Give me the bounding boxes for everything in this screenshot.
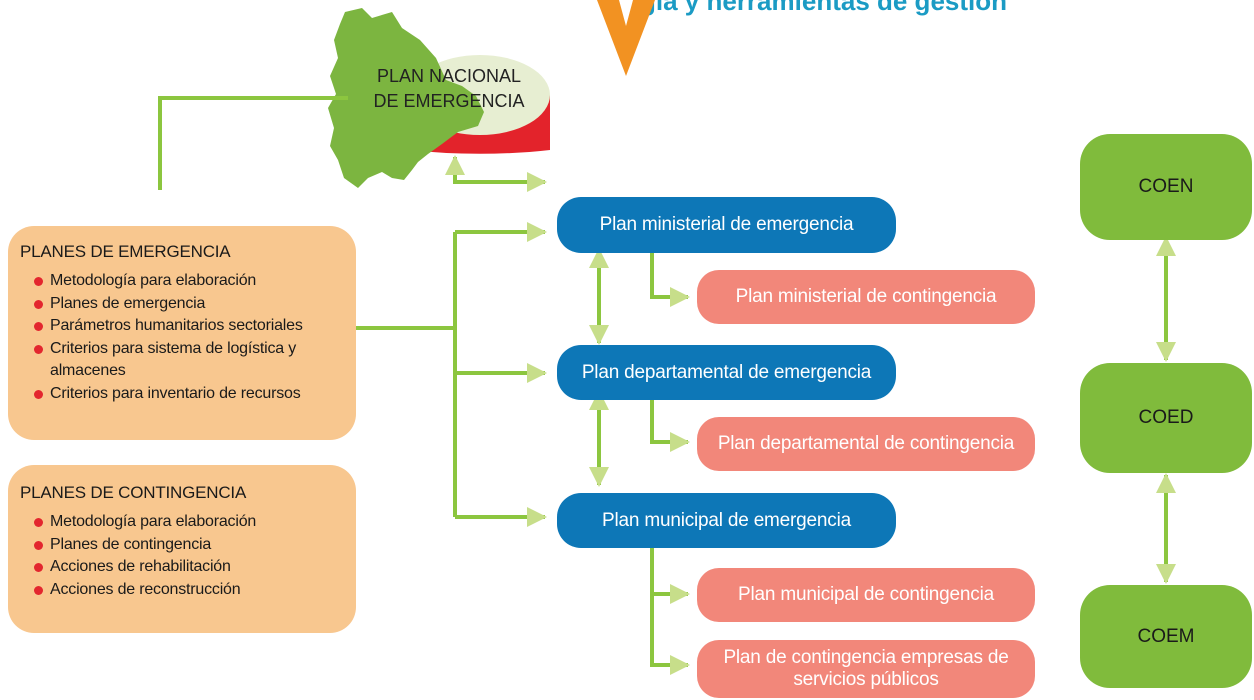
- bullet-icon: [34, 518, 43, 527]
- planes-contingencia-heading: PLANES DE CONTINGENCIA: [20, 483, 247, 502]
- bullet-icon: [34, 585, 43, 595]
- list-item: Metodología para elaboración: [34, 270, 346, 293]
- plan-municipal-contingencia: Plan municipal de contingencia: [697, 568, 1035, 622]
- connector-line: [158, 96, 348, 190]
- arrow-connector: [650, 594, 690, 675]
- plan-ministerial-contingencia: Plan ministerial de contingencia: [697, 270, 1035, 324]
- plan-contingencia-empresas: Plan de contingencia empresas de servici…: [697, 640, 1035, 698]
- bullet-icon: [34, 563, 43, 572]
- list-item: Metodología para elaboración: [34, 511, 346, 534]
- bolivia-map-icon: [328, 8, 484, 188]
- plan-departamental-contingencia: Plan departamental de contingencia: [697, 417, 1035, 471]
- list-item: Parámetros humanitarios sectoriales: [34, 315, 346, 338]
- plan-ministerial-emergencia: Plan ministerial de emergencia: [557, 197, 896, 253]
- coem-box: COEM: [1080, 585, 1252, 688]
- arrow-connector: [650, 392, 690, 452]
- list-item: Planes de emergencia: [34, 293, 346, 316]
- bullet-icon: [34, 389, 43, 399]
- plan-departamental-emergencia: Plan departamental de emergencia: [557, 345, 896, 400]
- chevron-down-icon: [597, 0, 655, 76]
- bullet-icon: [34, 344, 43, 354]
- list-item: Criterios para inventario de recursos: [34, 383, 346, 406]
- coen-box: COEN: [1080, 134, 1252, 240]
- arrow-connector: [650, 250, 690, 307]
- plan-nacional-label: PLAN NACIONAL DE EMERGENCIA: [373, 66, 525, 111]
- plan-municipal-emergencia: Plan municipal de emergencia: [557, 493, 896, 548]
- diagram-title: gía y herramientas de gestión: [640, 0, 1008, 16]
- coed-box: COED: [1080, 363, 1252, 473]
- planes-emergencia-box: PLANES DE EMERGENCIA Metodología para el…: [8, 226, 356, 440]
- list-item: Acciones de rehabilitación: [34, 556, 346, 579]
- planes-emergencia-list: Metodología para elaboración Planes de e…: [20, 270, 346, 405]
- bullet-icon: [34, 299, 43, 309]
- list-item: Planes de contingencia: [34, 534, 346, 557]
- list-item: Acciones de reconstrucción: [34, 579, 346, 602]
- planes-emergencia-heading: PLANES DE EMERGENCIA: [20, 242, 231, 261]
- arrow-bidirectional: [445, 155, 547, 192]
- planes-contingencia-list: Metodología para elaboración Planes de c…: [20, 511, 346, 601]
- list-item: Criterios para sistema de logística y al…: [34, 338, 346, 383]
- bullet-icon: [34, 322, 43, 331]
- planes-contingencia-box: PLANES DE CONTINGENCIA Metodología para …: [8, 465, 356, 633]
- bullet-icon: [34, 277, 43, 286]
- bullet-icon: [34, 540, 43, 550]
